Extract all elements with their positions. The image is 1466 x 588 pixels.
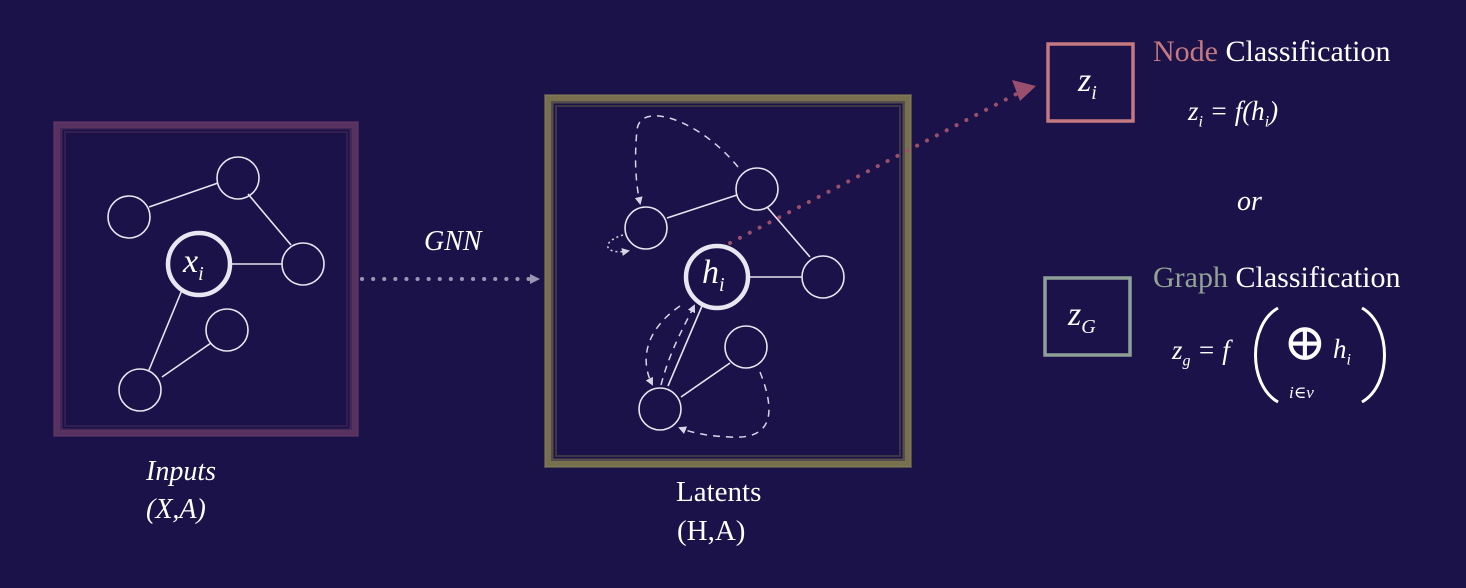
node-classification-arrow xyxy=(728,87,1028,245)
node-formula-rhs: = f(h xyxy=(1209,96,1265,126)
node-formula-close: ) xyxy=(1269,96,1279,126)
graph-word: Graph xyxy=(1153,261,1228,294)
graph-classification-word: Classification xyxy=(1235,261,1401,294)
inputs-center-node-base: x xyxy=(183,243,199,280)
node-classification-heading: Node Classification xyxy=(1153,35,1390,69)
latents-subtitle: (H,A) xyxy=(677,515,746,547)
graph-formula-agg-base: h xyxy=(1333,334,1347,364)
latents-title: Latents xyxy=(676,476,762,508)
node-output-box-label: zi xyxy=(1078,62,1097,105)
gnn-label: GNN xyxy=(424,226,482,257)
graph-classification-heading: Graph Classification xyxy=(1153,261,1400,295)
graph-formula-eq: = f xyxy=(1197,335,1230,365)
node-classification-arrowhead xyxy=(1012,80,1036,101)
latents-frame xyxy=(544,94,912,468)
latents-graph-nodes xyxy=(624,167,845,431)
graph-box-base: z xyxy=(1068,296,1082,333)
graph-formula-lhs: zg = f xyxy=(1172,335,1230,370)
right-paren xyxy=(1361,306,1386,404)
node-formula-lhs-sub: i xyxy=(1198,113,1203,131)
inputs-frame xyxy=(53,121,359,437)
graph-formula-agg: hi xyxy=(1333,334,1351,369)
latents-message-arrows xyxy=(607,115,770,438)
inputs-graph-nodes xyxy=(107,156,325,412)
graph-formula-lhs-base: z xyxy=(1172,335,1183,365)
latents-graph-edges xyxy=(666,194,811,398)
graph-formula-lhs-sub: g xyxy=(1182,352,1191,370)
left-paren xyxy=(1254,306,1279,404)
latents-center-node-sub: i xyxy=(719,273,725,296)
latents-center-node-label: hi xyxy=(702,254,725,297)
graph-output-box xyxy=(1043,276,1132,357)
node-classification-word: Classification xyxy=(1225,35,1391,68)
or-label: or xyxy=(1237,186,1262,217)
graph-output-box-label: zG xyxy=(1068,296,1096,339)
node-word: Node xyxy=(1153,35,1218,68)
node-formula: zi = f(hi) xyxy=(1188,96,1278,131)
inputs-subtitle: (X,A) xyxy=(146,494,206,525)
inputs-center-node-label: xi xyxy=(183,243,204,286)
graph-box-sub: G xyxy=(1081,315,1096,338)
node-output-box xyxy=(1046,42,1135,123)
sum-index: i∈v xyxy=(1289,383,1314,402)
node-box-base: z xyxy=(1078,62,1092,99)
node-box-sub: i xyxy=(1091,81,1097,104)
node-formula-rhs-sub: i xyxy=(1264,113,1270,131)
graph-formula-agg-sub: i xyxy=(1346,351,1351,369)
inputs-title: Inputs xyxy=(146,456,216,487)
latents-center-node-base: h xyxy=(702,254,719,291)
inputs-graph-edges xyxy=(148,182,292,378)
inputs-center-node-sub: i xyxy=(198,262,204,285)
node-formula-lhs-base: z xyxy=(1188,96,1199,126)
oplus-icon: ⊕ xyxy=(1283,315,1327,372)
